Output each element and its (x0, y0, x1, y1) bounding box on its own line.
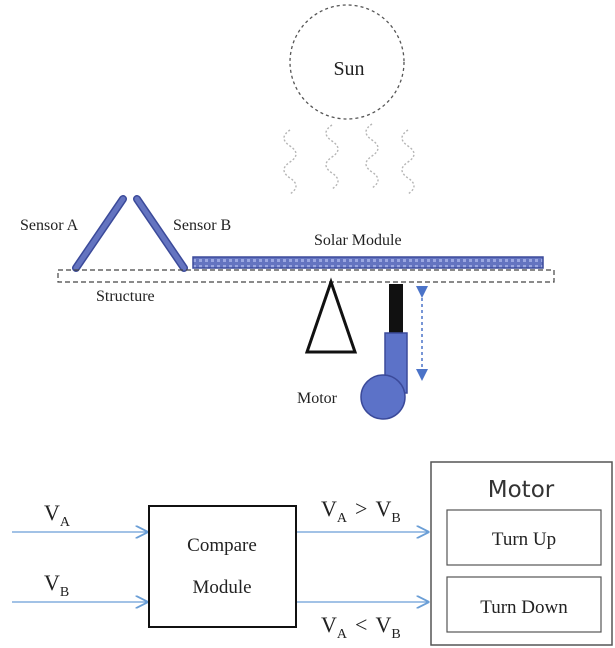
turn-up-box (446, 509, 602, 566)
motor-shaft (389, 284, 403, 336)
output-down-condition: VA<VB (321, 612, 401, 642)
pivot-support (304, 277, 358, 354)
turn-down-label: Turn Down (480, 597, 568, 618)
turn-down-box (446, 576, 602, 633)
compare-module (148, 505, 297, 628)
solar-module (192, 256, 544, 269)
compare-module-line2: Module (192, 577, 251, 598)
sun-label: Sun (333, 58, 364, 80)
sensor-b (133, 195, 188, 272)
sensor-b-label: Sensor B (173, 217, 231, 234)
heat-waves (283, 123, 415, 195)
input-b-label: VB (44, 570, 69, 600)
input-a-label: VA (44, 500, 71, 530)
motor-label: Motor (297, 390, 338, 407)
compare-module-line1: Compare (187, 535, 257, 556)
sensor-a (72, 195, 127, 272)
structure-label: Structure (96, 288, 155, 305)
turn-up-label: Turn Up (492, 529, 556, 550)
motor-control-title: Motor (488, 477, 555, 503)
motor-body (360, 332, 408, 420)
output-up-condition: VA>VB (321, 496, 401, 526)
structure (57, 269, 555, 283)
sensor-a-label: Sensor A (20, 217, 79, 234)
solar-module-label: Solar Module (314, 232, 402, 249)
sun (289, 4, 405, 120)
